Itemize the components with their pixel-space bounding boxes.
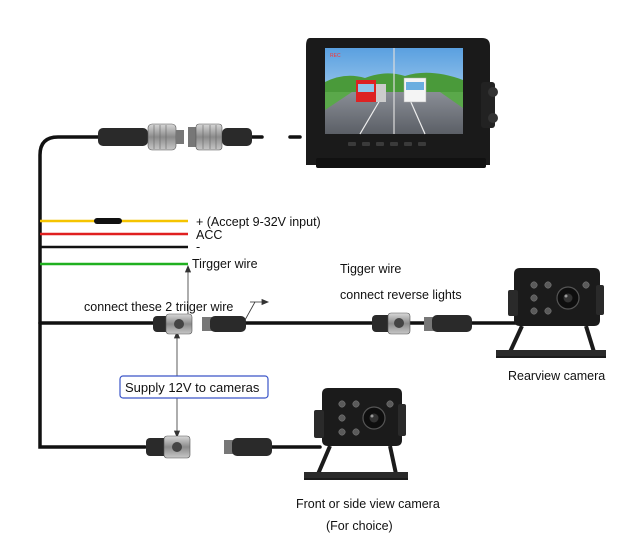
ir-led-icon — [530, 281, 590, 315]
front-cable-connector-female — [146, 435, 191, 459]
monitor-cable-connector-left — [98, 123, 184, 151]
rear-camera-label: Rearview camera — [508, 369, 605, 383]
front-camera-label: Front or side view camera — [296, 497, 440, 511]
trigger-wire-label: Tirgger wire — [192, 257, 258, 271]
front-camera-connector-male — [224, 438, 272, 456]
front-camera — [304, 388, 408, 480]
leader-lines — [173, 264, 270, 439]
connect-triggers-note: connect these 2 triiger wire — [84, 300, 233, 314]
front-camera-note: (For choice) — [326, 519, 393, 533]
power-wire-label: + (Accept 9-32V input) — [196, 215, 321, 229]
tigger-wire-note: Tigger wire — [340, 262, 401, 276]
reverse-lights-note: connect reverse lights — [340, 288, 462, 302]
monitor-buttons — [348, 142, 426, 146]
power-wire — [40, 218, 188, 224]
monitor-status: REC — [330, 53, 341, 59]
ir-led-icon — [338, 400, 394, 436]
rear-camera-connector-male — [424, 315, 472, 332]
monitor: REC — [306, 38, 498, 168]
supply-box — [119, 375, 269, 399]
trigger-connector-female — [153, 313, 193, 335]
ground-wire-label: - — [196, 240, 200, 254]
monitor-cable-connector-right — [188, 123, 252, 151]
rear-camera-connector-female — [372, 312, 411, 335]
trigger-connector-male — [202, 316, 246, 332]
rear-camera — [496, 268, 606, 358]
supply-note: Supply 12V to cameras — [125, 380, 260, 395]
acc-wire-label: ACC — [196, 228, 222, 242]
